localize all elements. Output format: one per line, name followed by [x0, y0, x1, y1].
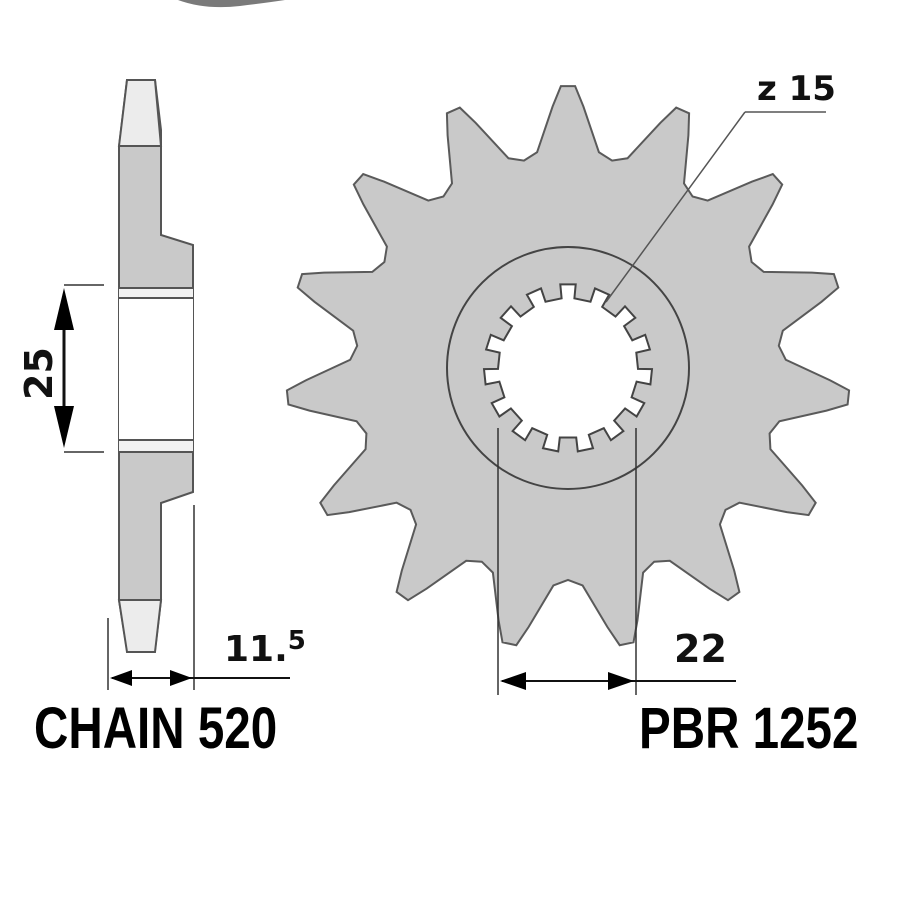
teeth-count-leader — [605, 111, 826, 303]
leader-diagonal — [605, 111, 746, 303]
width-dimension-label: 11.5 — [224, 628, 306, 670]
bore-bottom-band — [119, 441, 193, 451]
hub-circle — [446, 246, 690, 490]
width-arrow-left — [110, 670, 132, 686]
spline-arrow-left — [500, 672, 526, 690]
bore-arrow-down — [54, 406, 74, 448]
side-profile-bottom-tip — [117, 599, 163, 653]
teeth-count-label: z 15 — [757, 69, 836, 109]
bore-dimension-label: 25 — [17, 347, 61, 400]
chain-size-label: CHAIN 520 — [34, 696, 278, 761]
spline-bore — [482, 283, 654, 453]
width-dimension — [107, 505, 290, 690]
width-dimension-sub: 5 — [287, 626, 306, 656]
width-arrow-right — [170, 670, 192, 686]
cropped-logo-fragment — [178, 0, 285, 8]
spline-arrow-right — [608, 672, 634, 690]
side-profile-view — [117, 79, 194, 653]
spline-dimension-label: 22 — [674, 627, 727, 671]
front-sprocket-view — [285, 85, 851, 647]
bore-dimension — [54, 284, 104, 453]
width-dimension-main: 11. — [224, 629, 288, 670]
part-number-label: PBR 1252 — [639, 696, 859, 761]
side-profile-bore — [119, 298, 193, 440]
spline-dimension — [497, 428, 736, 695]
bore-top-band — [119, 289, 193, 297]
side-profile-top-tip — [117, 79, 163, 147]
bore-arrow-up — [54, 288, 74, 330]
